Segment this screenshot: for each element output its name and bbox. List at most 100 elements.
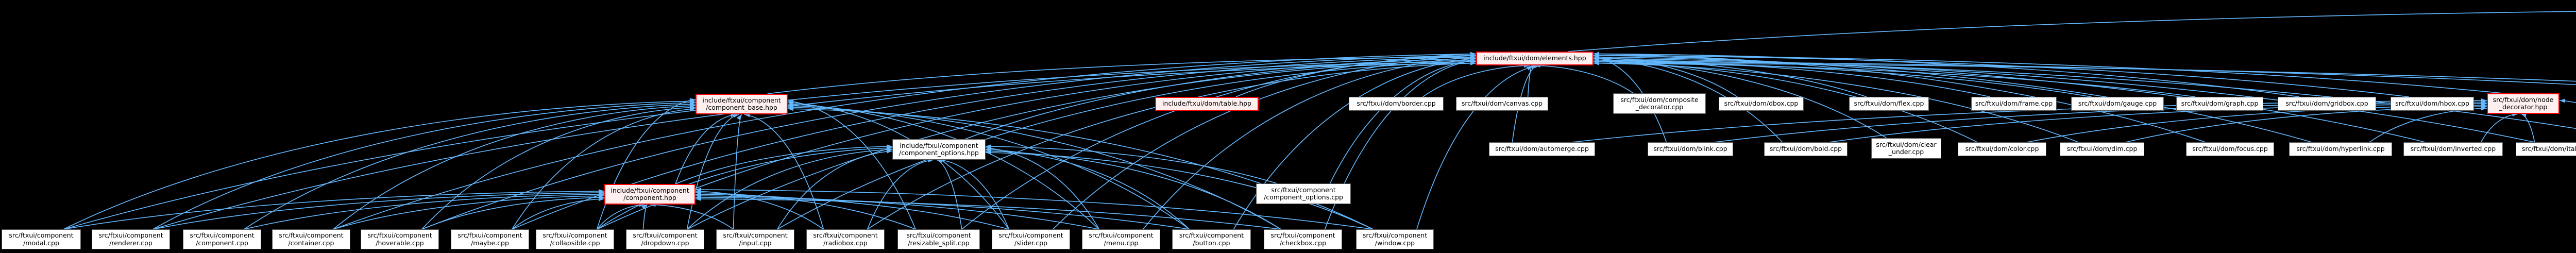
graph-node-blink[interactable]: src/ftxui/dom/blink.cpp <box>1648 142 1733 156</box>
graph-node-dropdown[interactable]: src/ftxui/component /dropdown.cpp <box>626 229 704 249</box>
graph-node-compositedec[interactable]: src/ftxui/dom/composite _decorator.cpp <box>1613 93 1706 114</box>
edge-arrowhead <box>1470 58 1476 63</box>
graph-node-window[interactable]: src/ftxui/component /window.cpp <box>1356 229 1434 249</box>
graph-node-clearunder[interactable]: src/ftxui/dom/clear _under.cpp <box>1871 138 1941 159</box>
include-edge <box>675 146 893 184</box>
graph-node-frame[interactable]: src/ftxui/dom/frame.cpp <box>1971 97 2057 111</box>
include-edge <box>733 114 742 230</box>
graph-node-resizable[interactable]: src/ftxui/component /resizable_split.cpp <box>897 229 980 249</box>
graph-node-renderer[interactable]: src/ftxui/component /renderer.cpp <box>92 229 170 249</box>
graph-node-optionscpp[interactable]: src/ftxui/component /component_options.c… <box>1256 183 1351 204</box>
graph-node-elements[interactable]: include/ftxui/dom/elements.hpp <box>1476 52 1594 65</box>
include-edge <box>333 195 605 230</box>
include-edge <box>787 105 1190 230</box>
graph-node-maybe[interactable]: src/ftxui/component /maybe.cpp <box>451 229 529 249</box>
include-edge <box>695 191 824 230</box>
include-edge <box>787 107 1281 230</box>
include-edge <box>985 152 1374 230</box>
include-edge <box>2520 113 2535 143</box>
graph-node-container[interactable]: src/ftxui/component /container.cpp <box>272 229 350 249</box>
graph-node-compopts[interactable]: include/ftxui/component /component_optio… <box>892 139 986 160</box>
graph-node-dbox[interactable]: src/ftxui/dom/dbox.cpp <box>1719 97 1804 111</box>
graph-node-italic[interactable]: src/ftxui/dom/italic.cpp <box>2516 142 2576 156</box>
graph-node-gridbox[interactable]: src/ftxui/dom/gridbox.cpp <box>2278 97 2376 111</box>
include-edge <box>2559 100 2576 104</box>
graph-node-menu[interactable]: src/ftxui/component /menu.cpp <box>1082 229 1160 249</box>
graph-node-button[interactable]: src/ftxui/component /button.cpp <box>1172 229 1251 249</box>
graph-node-input[interactable]: src/ftxui/component /input.cpp <box>716 229 794 249</box>
graph-node-hbox[interactable]: src/ftxui/dom/hbox.cpp <box>2391 97 2474 111</box>
include-edge <box>597 147 893 230</box>
graph-node-hoverable[interactable]: src/ftxui/component /hoverable.cpp <box>361 229 439 249</box>
include-edge <box>1567 11 2576 52</box>
graph-node-componentcpp[interactable]: src/ftxui/component /component.cpp <box>183 229 261 249</box>
graph-node-nodedec[interactable]: src/ftxui/dom/node _decorator.hpp <box>2487 93 2560 114</box>
edge-arrowhead <box>733 113 739 118</box>
include-edge <box>512 56 1477 230</box>
graph-node-bold[interactable]: src/ftxui/dom/bold.cpp <box>1764 142 1848 156</box>
include-edge <box>421 55 1477 230</box>
graph-node-slider[interactable]: src/ftxui/component /slider.cpp <box>992 229 1070 249</box>
include-edge <box>1534 65 1634 94</box>
include-edge <box>1593 55 2409 97</box>
graph-node-comphpp[interactable]: include/ftxui/component /component.hpp <box>604 184 696 205</box>
graph-node-border[interactable]: src/ftxui/dom/border.cpp <box>1349 97 1444 111</box>
graph-node-collapsible[interactable]: src/ftxui/component /collapsible.cpp <box>536 229 614 249</box>
graph-node-tablehpp[interactable]: include/ftxui/dom/table.hpp <box>1155 97 1259 111</box>
include-edge <box>596 99 696 230</box>
include-edge <box>867 159 934 230</box>
include-edge <box>936 159 962 230</box>
include-edge <box>1593 59 1990 97</box>
edge-arrowhead <box>2481 106 2487 111</box>
include-edge <box>421 107 696 230</box>
include-edge <box>1142 56 1477 230</box>
include-edge <box>985 150 1281 230</box>
edge-arrowhead <box>788 107 794 111</box>
include-edge <box>1593 53 2206 143</box>
include-edge <box>1593 53 2300 97</box>
graph-node-graphcpp[interactable]: src/ftxui/dom/graph.cpp <box>2176 97 2263 111</box>
graph-node-gauge[interactable]: src/ftxui/dom/gauge.cpp <box>2071 97 2164 111</box>
graph-node-automerge[interactable]: src/ftxui/dom/automerge.cpp <box>1489 142 1595 156</box>
include-edge <box>744 114 824 230</box>
graph-node-color[interactable]: src/ftxui/dom/color.cpp <box>1958 142 2046 156</box>
graph-node-focus[interactable]: src/ftxui/dom/focus.cpp <box>2186 142 2274 156</box>
include-edge <box>695 198 1281 230</box>
include-edge <box>985 146 1277 184</box>
edge-arrowhead <box>641 205 648 210</box>
include-edge <box>776 150 893 230</box>
include-edge <box>687 149 893 230</box>
include-edge <box>1593 62 2576 82</box>
include-edge <box>244 194 605 230</box>
include-edge <box>512 198 605 230</box>
include-edge <box>63 191 605 230</box>
include-edge <box>1052 55 1477 230</box>
include-edge <box>1593 56 2426 143</box>
edge-arrowhead <box>736 114 742 121</box>
include-edge <box>1593 55 2312 143</box>
include-edge <box>1593 62 2196 97</box>
graph-node-hyperlink[interactable]: src/ftxui/dom/hyperlink.cpp <box>2289 142 2392 156</box>
graph-node-inverted[interactable]: src/ftxui/dom/inverted.cpp <box>2403 142 2503 156</box>
include-edge <box>1593 61 1978 143</box>
edge-arrowhead <box>696 197 702 201</box>
graph-node-radiobox[interactable]: src/ftxui/component /radiobox.cpp <box>806 229 885 249</box>
include-edge <box>961 53 1477 230</box>
graph-node-dim[interactable]: src/ftxui/dom/dim.cpp <box>2060 142 2144 156</box>
graph-node-compbase[interactable]: include/ftxui/component /component_base.… <box>696 94 788 114</box>
include-edge <box>777 61 1477 230</box>
graph-node-checkbox[interactable]: src/ftxui/component /checkbox.cpp <box>1264 229 1342 249</box>
include-edge <box>63 100 696 230</box>
graph-node-flex[interactable]: src/ftxui/dom/flex.cpp <box>1849 97 1929 111</box>
include-edge <box>1714 102 2487 143</box>
include-edge <box>597 58 1477 230</box>
graph-node-modal[interactable]: src/ftxui/component /modal.cpp <box>2 229 81 249</box>
include-edge <box>1593 62 2079 143</box>
edge-arrowhead <box>1594 61 1600 65</box>
include-edge <box>695 197 1190 230</box>
include-edge <box>333 105 696 230</box>
include-edge <box>1593 61 2092 97</box>
graph-node-canvas[interactable]: src/ftxui/dom/canvas.cpp <box>1456 97 1548 111</box>
include-edge <box>1422 65 1530 97</box>
